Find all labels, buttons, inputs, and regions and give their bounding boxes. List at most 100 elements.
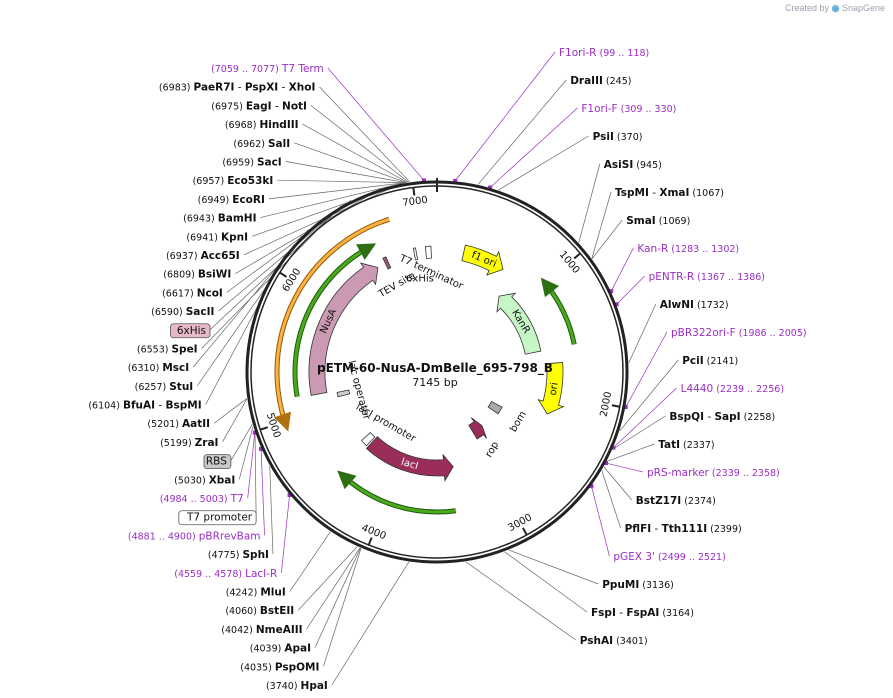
laci-promoter-feature[interactable] xyxy=(360,431,376,447)
site-label-text: F1ori-R (99 .. 118) xyxy=(559,47,649,59)
site-label[interactable]: pENTR-R (1367 .. 1386) xyxy=(649,271,765,283)
site-label[interactable]: pGEX 3' (2499 .. 2521) xyxy=(613,551,725,563)
site-label[interactable]: 6xHis xyxy=(170,323,211,339)
label-connector xyxy=(465,561,577,641)
site-label[interactable]: (6983) PaeR7I - PspXI - XhoI xyxy=(159,82,315,94)
site-label[interactable]: (6590) SacII xyxy=(151,306,214,318)
site-label[interactable]: (4559 .. 4578) LacI-R xyxy=(174,568,277,580)
site-label[interactable]: PflFI - Tth111I (2399) xyxy=(625,523,742,535)
site-label[interactable]: (6809) BsiWI xyxy=(163,269,231,281)
tick-label: 3000 xyxy=(506,512,534,534)
site-label[interactable]: (4775) SphI xyxy=(208,549,269,561)
feature-outer-label: bom xyxy=(508,409,529,434)
site-label[interactable]: FspI - FspAI (3164) xyxy=(591,607,694,619)
label-connector xyxy=(289,531,331,592)
site-label[interactable]: (4881 .. 4900) pBRrevBam xyxy=(128,530,261,542)
site-label[interactable]: (4984 .. 5003) T7 xyxy=(160,493,244,505)
site-label[interactable]: (6959) SacI xyxy=(222,156,281,168)
site-label[interactable]: T7 promoter xyxy=(178,510,257,526)
site-label[interactable]: F1ori-R (99 .. 118) xyxy=(559,47,649,59)
site-label[interactable]: F1ori-F (309 .. 330) xyxy=(581,103,676,115)
site-label[interactable]: (5201) AatII xyxy=(147,418,210,430)
site-label[interactable]: RBS xyxy=(203,454,232,470)
site-labels: F1ori-R (99 .. 118) DraIII (245) F1ori-F (… xyxy=(88,47,806,692)
laci-feature[interactable] xyxy=(365,436,454,483)
site-label[interactable]: BstZ17I (2374) xyxy=(636,495,716,507)
site-label[interactable]: PpuMI (3136) xyxy=(602,579,674,591)
site-label-text: (6968) HindIII xyxy=(225,119,299,131)
lac-operator-feature[interactable] xyxy=(336,389,351,398)
plasmid-name: pETM-60-NusA-DmBelle_695-798_B xyxy=(317,361,553,376)
site-label[interactable]: TspMI - XmaI (1067) xyxy=(615,187,724,199)
site-label[interactable]: (6949) EcoRI xyxy=(198,194,265,206)
site-label[interactable]: (6968) HindIII xyxy=(225,119,299,131)
label-connector xyxy=(260,182,404,218)
site-label[interactable]: (4242) MluI xyxy=(226,587,286,599)
ori-feature[interactable] xyxy=(537,362,565,415)
site-label-text: pGEX 3' (2499 .. 2521) xyxy=(613,551,725,563)
tev-site-feature[interactable] xyxy=(382,256,392,270)
kanr-feature[interactable] xyxy=(496,292,542,355)
label-connector xyxy=(591,486,610,557)
site-label[interactable]: (4035) PspOMI xyxy=(240,661,319,673)
nusa-feature[interactable] xyxy=(308,262,379,396)
t7-terminator-feature[interactable] xyxy=(424,245,432,259)
site-label[interactable]: (6975) EagI - NotI xyxy=(211,100,307,112)
site-label[interactable]: (6310) MscI xyxy=(128,362,189,374)
site-label[interactable]: (6617) NcoI xyxy=(162,287,223,299)
label-connector xyxy=(285,161,406,183)
site-label[interactable]: (5030) XbaI xyxy=(174,474,235,486)
site-label[interactable]: (4039) ApaI xyxy=(250,643,311,655)
site-label[interactable]: (6943) BamHI xyxy=(183,213,256,225)
f1-ori-feature[interactable] xyxy=(461,244,504,276)
site-label[interactable]: (6937) Acc65I xyxy=(166,250,240,262)
site-label[interactable]: (5199) ZraI xyxy=(160,437,218,449)
site-label[interactable]: PciI (2141) xyxy=(682,355,738,367)
site-label[interactable]: pBR322ori-F (1986 .. 2005) xyxy=(671,327,807,339)
label-connector xyxy=(302,123,408,183)
site-label[interactable]: (6941) KpnI xyxy=(186,231,248,243)
site-label[interactable]: AlwNI (1732) xyxy=(660,299,729,311)
site-label[interactable]: L4440 (2239 .. 2256) xyxy=(681,383,784,395)
6xhis-feature[interactable] xyxy=(412,247,419,261)
site-label[interactable]: (4060) BstEII xyxy=(225,605,294,617)
primer-site-mark xyxy=(453,178,458,183)
site-label-text: BstZ17I (2374) xyxy=(636,495,716,507)
snapgene-brand-text: SnapGene xyxy=(841,3,885,13)
label-connector xyxy=(489,107,578,188)
site-label[interactable]: (6957) Eco53kI xyxy=(193,175,274,187)
tick-mark xyxy=(279,271,288,278)
site-label[interactable]: (6104) BfuAI - BspMI xyxy=(88,400,201,412)
site-label[interactable]: TatI (2337) xyxy=(658,439,714,451)
site-label[interactable]: (6962) SalI xyxy=(233,138,290,150)
site-label-text: (6943) BamHI xyxy=(183,213,256,225)
site-label[interactable]: BspQI - SapI (2258) xyxy=(669,411,775,423)
site-label[interactable]: (4042) NmeAIII xyxy=(221,624,302,636)
site-label-text: (5030) XbaI xyxy=(174,474,235,486)
site-label[interactable]: SmaI (1069) xyxy=(626,215,690,227)
site-label[interactable]: DraIII (245) xyxy=(570,75,631,87)
site-label[interactable]: AsiSI (945) xyxy=(604,159,662,171)
track-arrow xyxy=(273,217,390,432)
snapgene-logo-icon: ◉ xyxy=(831,3,840,13)
site-label-text: (6983) PaeR7I - PspXI - XhoI xyxy=(159,82,315,94)
site-label[interactable]: pRS-marker (2339 .. 2358) xyxy=(647,467,780,479)
bom-feature[interactable] xyxy=(487,400,503,415)
site-label[interactable]: PshAI (3401) xyxy=(580,635,648,647)
site-label[interactable]: Kan-R (1283 .. 1302) xyxy=(637,243,739,255)
rop-feature[interactable] xyxy=(468,417,488,440)
feature-outer-label: rop xyxy=(484,440,502,460)
site-label[interactable]: (6553) SpeI xyxy=(137,343,198,355)
label-connector xyxy=(619,359,679,432)
site-label-text: (5199) ZraI xyxy=(160,437,218,449)
site-label[interactable]: PsiI (370) xyxy=(593,131,643,143)
label-connector xyxy=(323,548,362,667)
site-label-text: TspMI - XmaI (1067) xyxy=(615,187,724,199)
site-label[interactable]: (7059 .. 7077) T7 Term xyxy=(211,63,324,75)
site-label-text: (4242) MluI xyxy=(226,587,286,599)
site-label-text: (4060) BstEII xyxy=(225,605,294,617)
site-label[interactable]: (6257) StuI xyxy=(135,381,194,393)
plasmid-center-title: pETM-60-NusA-DmBelle_695-798_B 7145 bp xyxy=(317,361,553,389)
label-connector xyxy=(230,424,253,461)
site-label[interactable]: (3740) HpaI xyxy=(266,680,328,692)
